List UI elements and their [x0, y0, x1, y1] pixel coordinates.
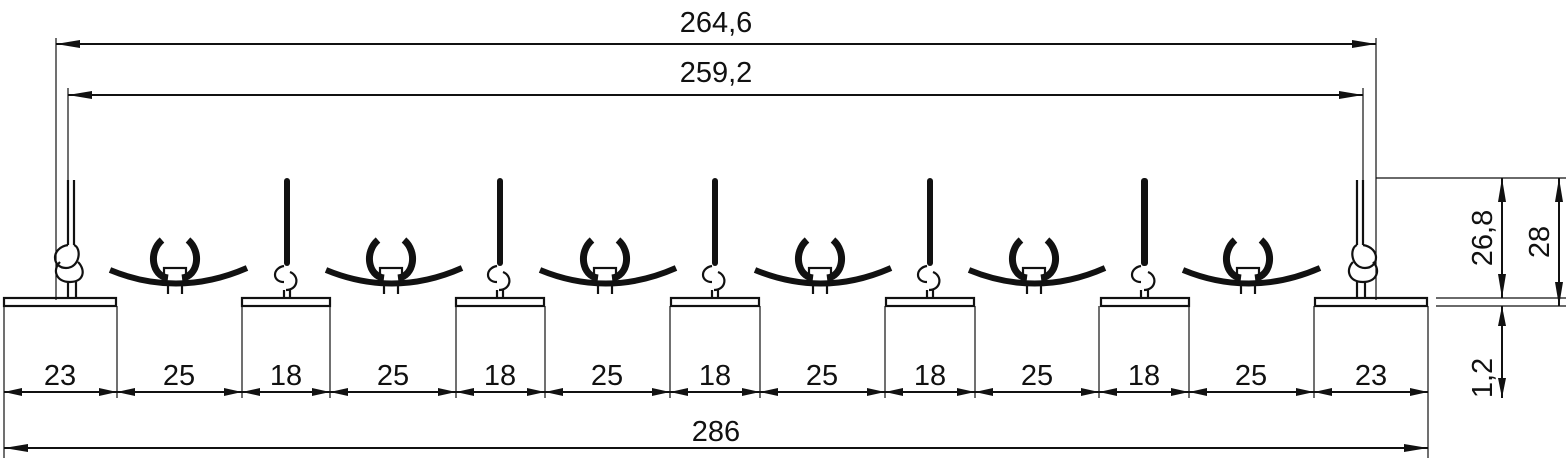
- segment-label-4: 25: [377, 360, 409, 392]
- blade-4: [916, 178, 941, 298]
- blade-1: [273, 178, 298, 298]
- deflector-1: [108, 237, 249, 294]
- segment-label-5: 18: [484, 360, 516, 392]
- segment-arrows: [4, 388, 1428, 396]
- segment-label-7: 18: [699, 360, 731, 392]
- deflector-2: [324, 237, 464, 294]
- segment-label-6: 25: [591, 360, 623, 392]
- blade-5: [1130, 178, 1156, 298]
- segment-label-12: 25: [1235, 360, 1267, 392]
- dimension-top-inner: 259,2: [67, 57, 1364, 180]
- segment-label-2: 25: [163, 360, 195, 392]
- segment-label-13: 23: [1355, 360, 1387, 392]
- vertical-blades: [273, 178, 1156, 298]
- dimension-heights: 26,8 28 1,2: [1376, 177, 1566, 398]
- blade-3: [701, 178, 726, 298]
- segment-label-9: 18: [914, 360, 946, 392]
- grille-profile: [2, 178, 1429, 308]
- segment-label-1: 23: [44, 360, 76, 392]
- deflector-4: [753, 237, 893, 294]
- segment-label-10: 25: [1021, 360, 1053, 392]
- segment-label-8: 25: [806, 360, 838, 392]
- deflector-6: [1181, 237, 1322, 294]
- base-plates: [2, 296, 1429, 308]
- dimension-top-outer: 264,6: [55, 7, 1377, 300]
- dimension-label-28: 28: [1524, 226, 1556, 258]
- segment-label-3: 18: [270, 360, 302, 392]
- dimension-label-264-6: 264,6: [680, 7, 753, 39]
- curved-deflectors: [108, 237, 1322, 294]
- segment-label-11: 18: [1128, 360, 1160, 392]
- dimension-label-259-2: 259,2: [680, 57, 753, 89]
- segment-dimensions: 23 25 18 25 18 25 18 25 18 25 18 25 23: [3, 306, 1429, 458]
- end-profile-left: [53, 180, 84, 298]
- dimension-label-26-8: 26,8: [1467, 210, 1499, 266]
- deflector-3: [538, 237, 678, 294]
- dimension-bottom-overall: 286: [4, 416, 1428, 452]
- end-profile-right: [1347, 180, 1379, 298]
- deflector-5: [967, 237, 1107, 294]
- blade-2: [486, 178, 511, 298]
- dimension-label-1-2: 1,2: [1467, 358, 1499, 398]
- dimension-label-286: 286: [692, 416, 740, 448]
